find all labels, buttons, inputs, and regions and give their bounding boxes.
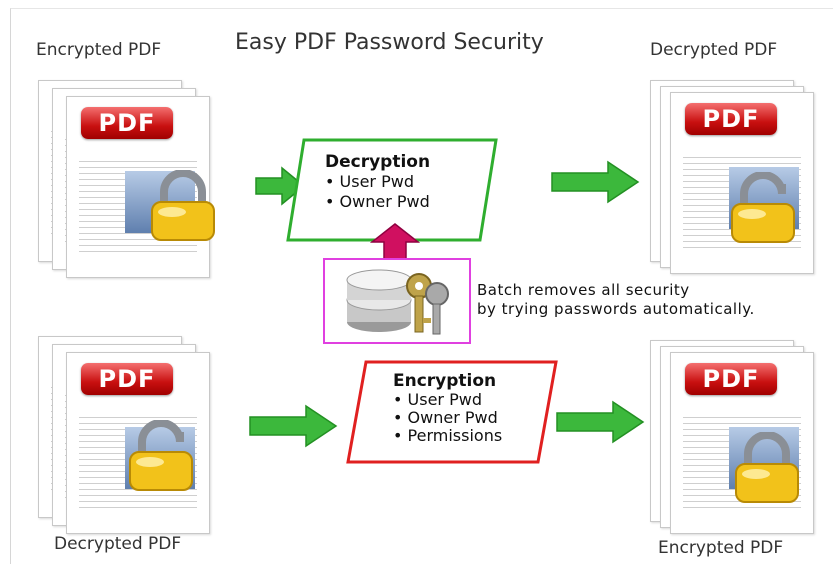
- pdf-badge: PDF: [685, 103, 777, 135]
- decryption-title: Decryption: [325, 152, 431, 172]
- pdf-document-icon: PDF: [650, 80, 839, 290]
- keys-box: [323, 258, 471, 344]
- batch-note-line2: by trying passwords automatically.: [477, 300, 755, 318]
- green-arrow-icon: [556, 400, 645, 444]
- green-arrow-icon: [255, 166, 306, 206]
- encryption-item-user-pwd: User Pwd: [393, 391, 502, 409]
- label-top-left: Encrypted PDF: [36, 40, 162, 60]
- pdf-badge: PDF: [81, 107, 173, 139]
- encryption-item-owner-pwd: Owner Pwd: [393, 409, 502, 427]
- batch-note-line1: Batch removes all security: [477, 281, 690, 299]
- padlock-icon: [735, 432, 799, 503]
- padlock-icon: [129, 420, 193, 491]
- keys-database-icon: [346, 269, 449, 335]
- decryption-item-owner-pwd: Owner Pwd: [325, 192, 430, 212]
- decryption-text: Decryption User Pwd Owner Pwd: [325, 152, 430, 212]
- label-bottom-right: Encrypted PDF: [658, 538, 784, 558]
- decryption-item-user-pwd: User Pwd: [325, 172, 430, 192]
- diagram-frame: [10, 8, 833, 564]
- green-arrow-icon: [249, 404, 338, 448]
- diagram-title: Easy PDF Password Security: [235, 30, 544, 55]
- pdf-document-icon: PDF: [650, 340, 839, 550]
- pdf-badge: PDF: [81, 363, 173, 395]
- pdf-badge: PDF: [685, 363, 777, 395]
- padlock-icon: [151, 170, 215, 241]
- encryption-item-permissions: Permissions: [393, 427, 503, 445]
- label-bottom-left: Decrypted PDF: [54, 534, 182, 554]
- pdf-document-icon: PDF: [38, 80, 233, 290]
- padlock-icon: [731, 172, 795, 243]
- encryption-title: Encryption: [393, 371, 497, 391]
- label-top-right: Decrypted PDF: [650, 40, 778, 60]
- pdf-document-icon: PDF: [38, 336, 233, 546]
- batch-note: Batch removes all security by trying pas…: [477, 281, 755, 319]
- green-arrow-icon: [551, 160, 640, 204]
- encryption-text: Encryption User Pwd Owner Pwd Permission…: [393, 371, 502, 445]
